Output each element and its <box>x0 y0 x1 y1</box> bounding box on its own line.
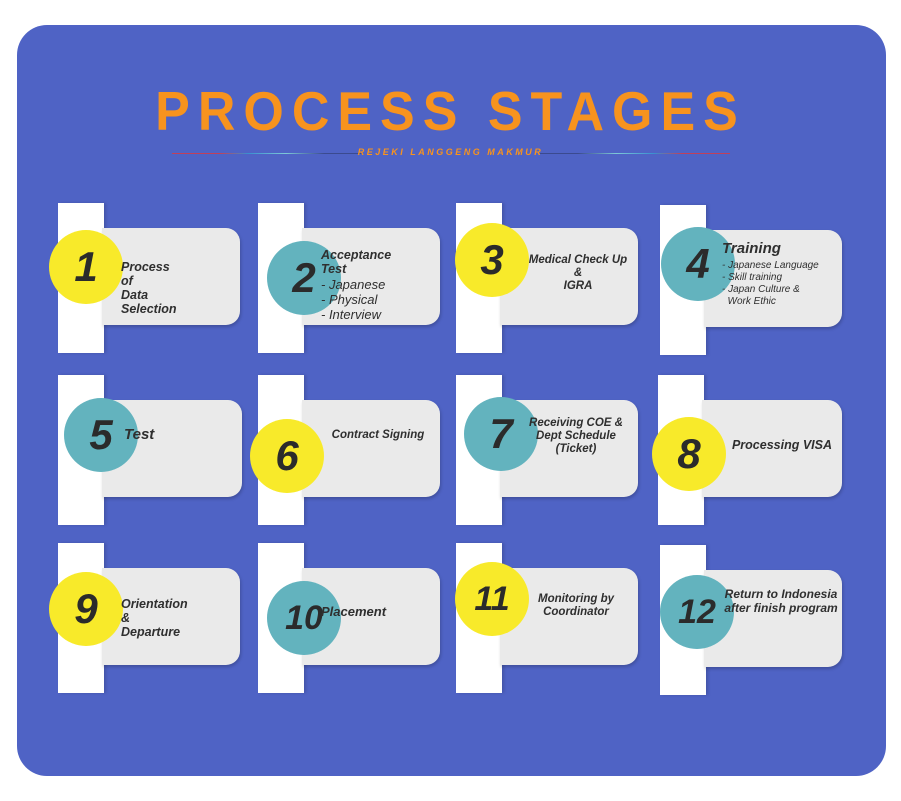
stage-item: - Japanese <box>321 277 386 292</box>
stage-number-badge: 9 <box>49 572 123 646</box>
stage-card <box>102 568 240 665</box>
stage-title: Monitoring by Coordinator <box>537 593 614 618</box>
stage-number-badge: 11 <box>455 562 529 636</box>
stage-item: - Skill training <box>722 272 783 283</box>
stage-title: Process of Data Selection <box>121 260 177 316</box>
stage-number-badge: 6 <box>250 419 324 493</box>
stage-item: - Japanese Language <box>722 260 819 271</box>
stage-number-badge: 12 <box>660 575 734 649</box>
stage-title: Training - Japanese Language - Skill tra… <box>722 240 819 307</box>
stage-title: Test <box>124 426 155 443</box>
stage-item: - Japan Culture & <box>722 284 800 295</box>
stage-number-badge: 10 <box>267 581 341 655</box>
subtitle: REJEKI LANGGENG MAKMUR <box>357 147 544 157</box>
stage-title: Placement <box>321 604 387 619</box>
stage-title: Return to Indonesia after finish program <box>724 587 838 615</box>
stage-card <box>102 228 240 325</box>
stage-number-badge: 4 <box>661 227 735 301</box>
stage-title: Medical Check Up & IGRA <box>528 254 628 292</box>
stage-number-badge: 8 <box>652 417 726 491</box>
stage-number-badge: 3 <box>455 223 529 297</box>
stage-number-badge: 1 <box>49 230 123 304</box>
stage-number-badge: 7 <box>464 397 538 471</box>
stage-number-badge: 2 <box>267 241 341 315</box>
stage-item: Work Ethic <box>722 296 776 307</box>
stage-number-badge: 5 <box>64 398 138 472</box>
stage-item: - Physical <box>321 292 378 307</box>
stage-title: Orientation & Departure <box>121 597 188 639</box>
stage-item: - Interview <box>321 307 381 322</box>
stage-title: Acceptance Test - Japanese - Physical - … <box>321 248 392 322</box>
stage-title: Receiving COE & Dept Schedule (Ticket) <box>529 417 623 455</box>
decorative-line-left <box>172 153 362 154</box>
stage-title: Contract Signing <box>331 429 425 441</box>
decorative-line-right <box>540 153 730 154</box>
stage-title: Processing VISA <box>731 438 833 452</box>
stage-card <box>302 400 440 497</box>
page-title: PROCESS STAGES <box>155 81 746 143</box>
